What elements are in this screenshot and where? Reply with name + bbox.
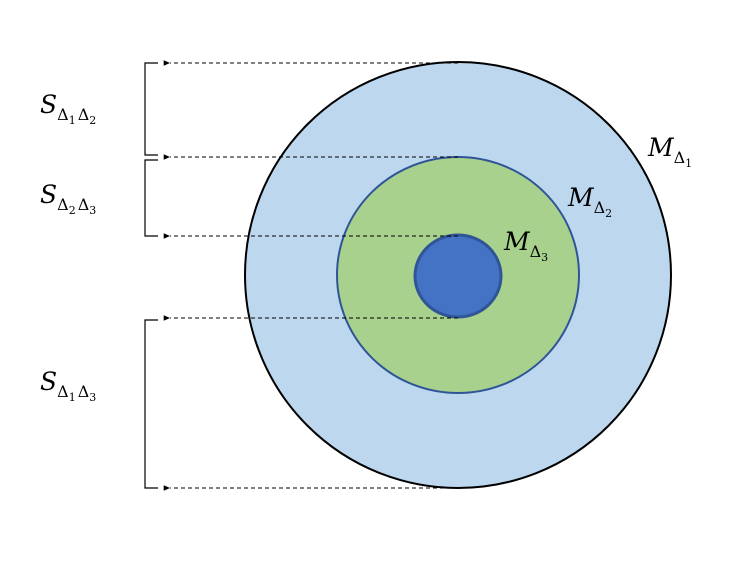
label-m1: MΔ1	[647, 133, 692, 170]
bracket-s12	[144, 62, 158, 156]
label-m2: MΔ2	[567, 183, 612, 220]
guide-arrows	[163, 60, 458, 491]
bracket-s23	[144, 159, 158, 237]
bracket-s13	[144, 319, 158, 489]
inner-set-circle	[413, 233, 503, 319]
label-m3: MΔ3	[503, 227, 548, 264]
brackets	[144, 62, 158, 489]
